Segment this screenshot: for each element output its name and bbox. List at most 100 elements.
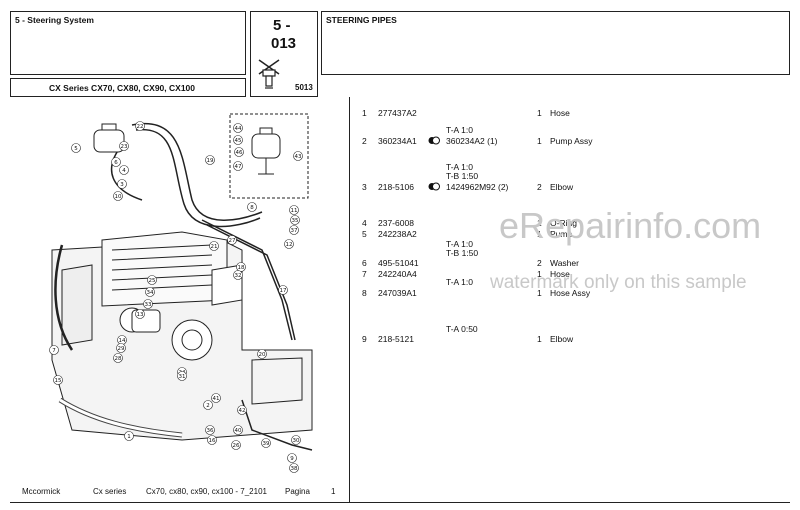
watermark-brand: eRepairinfo.com	[499, 205, 762, 246]
svg-text:37: 37	[291, 228, 298, 234]
svg-text:7: 7	[52, 348, 56, 354]
svg-text:23: 23	[121, 144, 128, 150]
ref-7: 7	[362, 269, 367, 279]
qty-2: 1	[537, 136, 542, 146]
desc-6: Washer	[550, 258, 579, 268]
part-no-5: 242238A2	[378, 229, 417, 239]
svg-text:8: 8	[250, 205, 254, 211]
svg-text:16: 16	[209, 438, 216, 444]
svg-text:36: 36	[207, 428, 214, 434]
desc-5: Pump	[550, 229, 573, 239]
qty-6: 2	[537, 258, 542, 268]
svg-text:27: 27	[229, 238, 236, 244]
svg-text:6: 6	[114, 160, 118, 166]
note-2a: T-A 1:0	[446, 125, 473, 135]
part-no-8: 247039A1	[378, 288, 417, 298]
note-8a: T-A 1:0	[446, 277, 473, 287]
desc-8: Hose Assy	[550, 288, 591, 298]
note-9a: T-A 0:50	[446, 324, 478, 334]
svg-text:21: 21	[211, 244, 218, 250]
svg-text:19: 19	[207, 158, 214, 164]
ref-5: 5	[362, 229, 367, 239]
footer-models: Cx70, cx80, cx90, cx100 - 7_2101	[146, 487, 267, 496]
section-title: 5 - Steering System	[15, 15, 94, 25]
svg-text:42: 42	[239, 408, 246, 414]
svg-text:14: 14	[119, 338, 126, 344]
svg-text:45: 45	[235, 138, 242, 144]
svg-text:5: 5	[74, 146, 78, 152]
footer-page-label: Pagina	[285, 487, 310, 496]
series-box: CX Series CX70, CX80, CX90, CX100	[10, 78, 246, 97]
qty-9: 1	[537, 334, 542, 344]
svg-text:18: 18	[238, 265, 245, 271]
page-code-line1: 5 -	[273, 17, 291, 34]
svg-text:44: 44	[235, 126, 242, 132]
svg-text:30: 30	[293, 438, 300, 444]
desc-4: O-Ring	[550, 218, 577, 228]
note-6a: T-A 1:0	[446, 239, 473, 249]
svg-text:9: 9	[290, 456, 294, 462]
ref-8: 8	[362, 288, 367, 298]
svg-text:33: 33	[145, 302, 152, 308]
ref-4: 4	[362, 218, 367, 228]
note-6b: T-B 1:50	[446, 248, 479, 258]
svg-text:25: 25	[149, 278, 156, 284]
svg-text:46: 46	[236, 150, 243, 156]
ref-1: 1	[362, 108, 367, 118]
page-code-box: 5 - 013 5013	[250, 11, 318, 97]
part-no-9: 218-5121	[378, 334, 414, 344]
svg-text:29: 29	[118, 346, 125, 352]
svg-text:39: 39	[263, 441, 270, 447]
alternate-part-icon	[428, 136, 440, 145]
desc-2: Pump Assy	[550, 136, 593, 146]
steering-icon	[258, 59, 280, 89]
series-label: CX Series CX70, CX80, CX90, CX100	[49, 83, 195, 93]
group-title: STEERING PIPES	[326, 15, 397, 25]
svg-text:34: 34	[147, 290, 154, 296]
part-no-1: 277437A2	[378, 108, 417, 118]
desc-1: Hose	[550, 108, 570, 118]
page-code-line2: 013	[271, 35, 297, 52]
watermark-note: watermark only on this sample	[490, 272, 747, 293]
svg-text:15: 15	[55, 378, 62, 384]
ref-2: 2	[362, 136, 367, 146]
alt-part-3: 1424962M92 (2)	[446, 182, 509, 192]
section-title-box: 5 - Steering System	[10, 11, 246, 75]
svg-text:17: 17	[280, 288, 287, 294]
desc-3: Elbow	[550, 182, 574, 192]
svg-text:28: 28	[115, 356, 122, 362]
ref-6: 6	[362, 258, 367, 268]
svg-text:32: 32	[235, 273, 242, 279]
svg-text:43: 43	[295, 154, 302, 160]
svg-text:1: 1	[127, 434, 131, 440]
part-no-4: 237-6008	[378, 218, 414, 228]
svg-text:35: 35	[292, 218, 299, 224]
svg-text:4: 4	[122, 168, 126, 174]
desc-9: Elbow	[550, 334, 574, 344]
steering-pipes-diagram: 1 2 3 4 5 6 7 8 9 10 11 12 13 14 15 16 1…	[49, 113, 313, 473]
svg-text:11: 11	[291, 208, 298, 214]
svg-text:20: 20	[259, 352, 266, 358]
footer-rule	[10, 502, 790, 503]
svg-text:3: 3	[120, 182, 124, 188]
group-title-box: STEERING PIPES	[321, 11, 790, 75]
svg-text:10: 10	[115, 194, 122, 200]
alt-part-2: 360234A2 (1)	[446, 136, 498, 146]
svg-text:2: 2	[206, 403, 210, 409]
svg-text:40: 40	[235, 428, 242, 434]
part-no-7: 242240A4	[378, 269, 417, 279]
part-no-2: 360234A1	[378, 136, 417, 146]
page-ref: 5013	[295, 83, 313, 92]
qty-7: 1	[537, 269, 542, 279]
svg-text:26: 26	[233, 443, 240, 449]
part-no-3: 218-5106	[378, 182, 414, 192]
footer-page-number: 1	[331, 487, 336, 496]
qty-8: 1	[537, 288, 542, 298]
svg-text:22: 22	[137, 124, 144, 130]
svg-text:38: 38	[291, 466, 298, 472]
qty-4: 1	[537, 218, 542, 228]
qty-5: 1	[537, 229, 542, 239]
footer-brand: Mccormick	[22, 487, 61, 496]
svg-text:13: 13	[137, 312, 144, 318]
panel-divider	[349, 97, 350, 502]
